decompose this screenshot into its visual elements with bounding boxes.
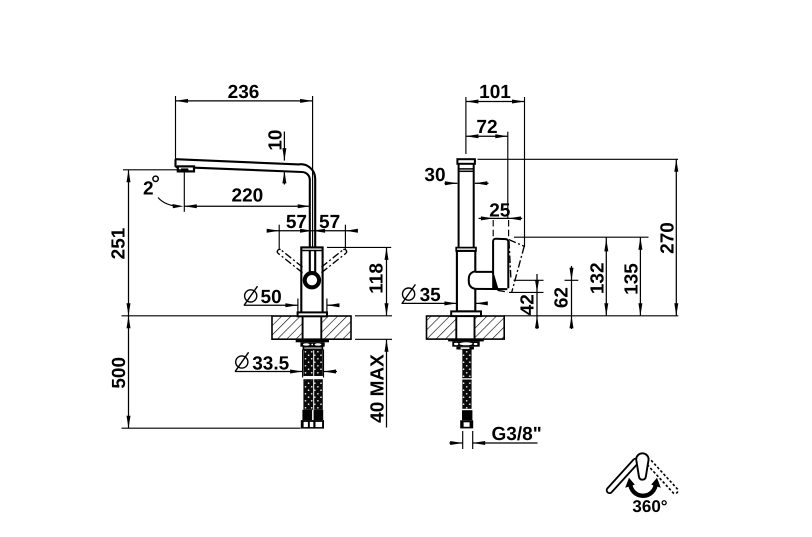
- svg-text:72: 72: [476, 117, 497, 138]
- svg-text:30: 30: [424, 165, 445, 186]
- svg-text:135: 135: [622, 263, 643, 295]
- svg-text:10: 10: [265, 130, 286, 151]
- svg-text:270: 270: [657, 222, 678, 254]
- svg-text:33.5: 33.5: [252, 353, 289, 374]
- svg-text:360°: 360°: [632, 497, 667, 516]
- svg-text:62: 62: [551, 287, 572, 308]
- svg-text:118: 118: [367, 263, 388, 294]
- svg-text:35: 35: [420, 285, 442, 306]
- svg-text:132: 132: [587, 262, 608, 294]
- svg-text:40 MAX: 40 MAX: [367, 354, 388, 423]
- svg-text:42: 42: [517, 294, 538, 315]
- svg-text:25: 25: [489, 200, 511, 221]
- svg-text:2: 2: [143, 178, 154, 199]
- svg-text:500: 500: [109, 357, 130, 389]
- svg-text:251: 251: [109, 227, 130, 259]
- svg-text:220: 220: [232, 186, 264, 207]
- svg-text:57: 57: [286, 212, 307, 233]
- svg-text:101: 101: [479, 82, 511, 103]
- svg-text:57: 57: [319, 212, 340, 233]
- svg-text:236: 236: [228, 82, 260, 103]
- svg-text:50: 50: [261, 287, 282, 308]
- svg-text:G3/8": G3/8": [492, 424, 542, 445]
